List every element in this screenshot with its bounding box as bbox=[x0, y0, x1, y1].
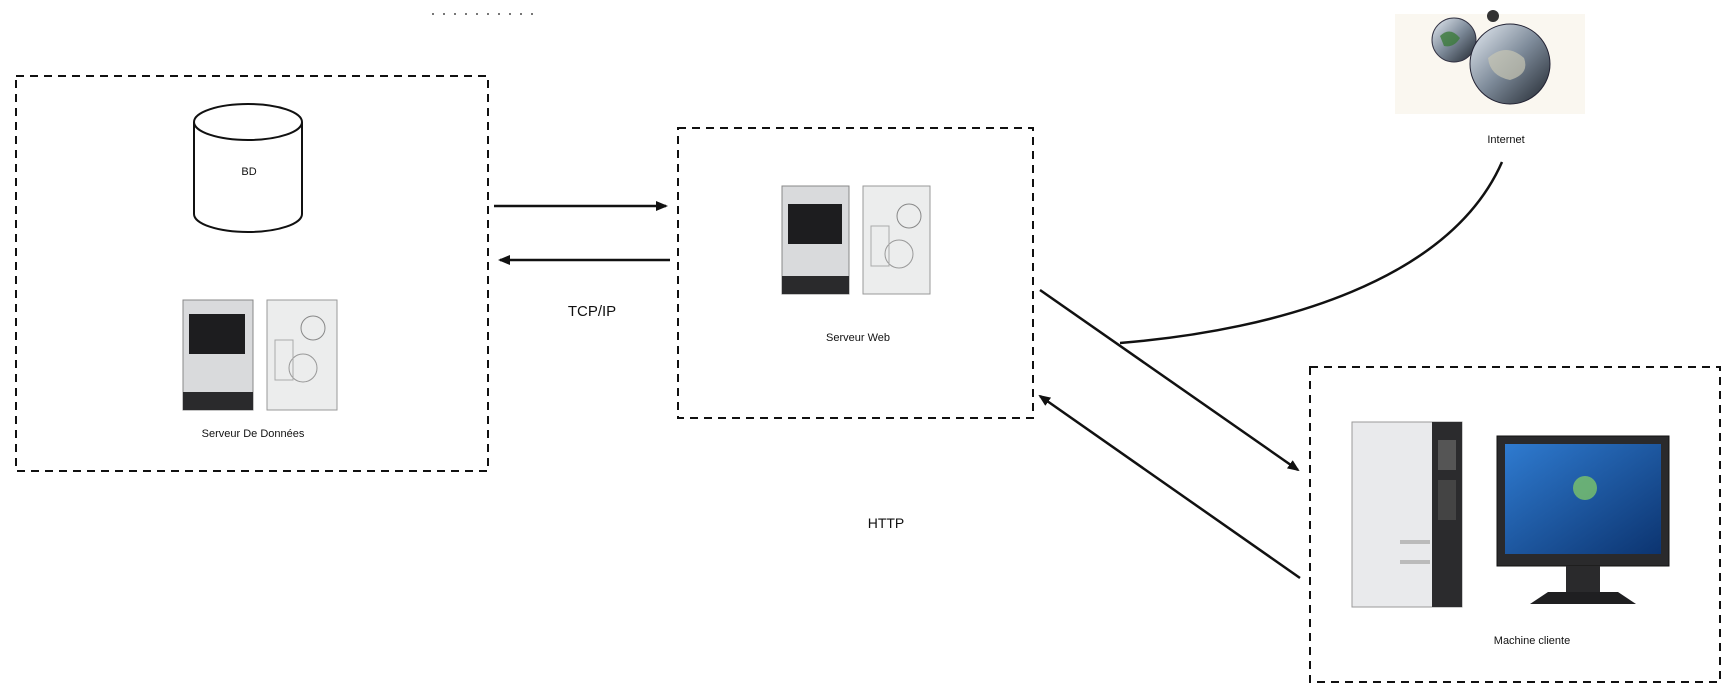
client-label: Machine cliente bbox=[1494, 635, 1570, 647]
web-server-label: Serveur Web bbox=[826, 332, 890, 344]
server-tower-icon bbox=[781, 185, 931, 295]
arrow-client-to-web bbox=[1038, 394, 1301, 580]
internet-label: Internet bbox=[1487, 134, 1524, 146]
tcp-ip-label: TCP/IP bbox=[568, 303, 616, 320]
http-label: HTTP bbox=[868, 515, 905, 531]
internet-connection-curve bbox=[1119, 161, 1504, 345]
server-tower-icon bbox=[182, 299, 338, 411]
arrow-web-to-client bbox=[1039, 288, 1300, 472]
db-server-label: Serveur De Données bbox=[202, 428, 305, 440]
web-server-box bbox=[677, 127, 1034, 419]
database-cylinder-icon bbox=[193, 103, 303, 233]
db-label: BD bbox=[241, 166, 256, 178]
client-machine-box bbox=[1309, 366, 1721, 683]
globe-icon bbox=[1395, 10, 1585, 114]
desktop-computer-icon bbox=[1351, 421, 1670, 608]
